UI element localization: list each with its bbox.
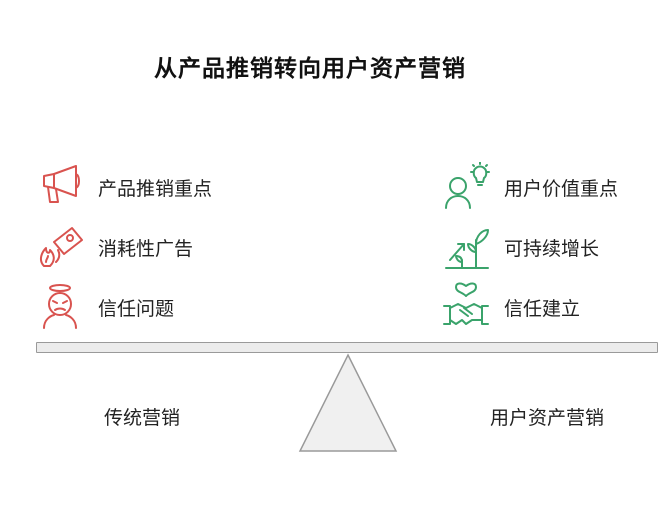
right-item-label: 用户价值重点	[504, 178, 619, 200]
left-item-label: 消耗性广告	[98, 238, 194, 260]
fulcrum-triangle	[298, 353, 398, 452]
left-item-label: 产品推销重点	[98, 178, 213, 200]
worried-person-icon	[43, 284, 77, 329]
page-title: 从产品推销转向用户资产营销	[154, 56, 466, 82]
handshake-heart-icon	[443, 282, 489, 325]
right-item-label: 可持续增长	[504, 238, 600, 260]
seesaw-beam	[36, 342, 658, 353]
person-lightbulb-icon	[445, 162, 490, 209]
right-side-label: 用户资产营销	[490, 407, 605, 429]
growing-plant-icon	[445, 229, 489, 269]
right-item-label: 信任建立	[504, 298, 581, 320]
megaphone-icon	[43, 165, 80, 203]
left-item-label: 信任问题	[98, 298, 175, 320]
left-side-label: 传统营销	[104, 407, 181, 429]
burning-ticket-icon	[39, 227, 83, 267]
